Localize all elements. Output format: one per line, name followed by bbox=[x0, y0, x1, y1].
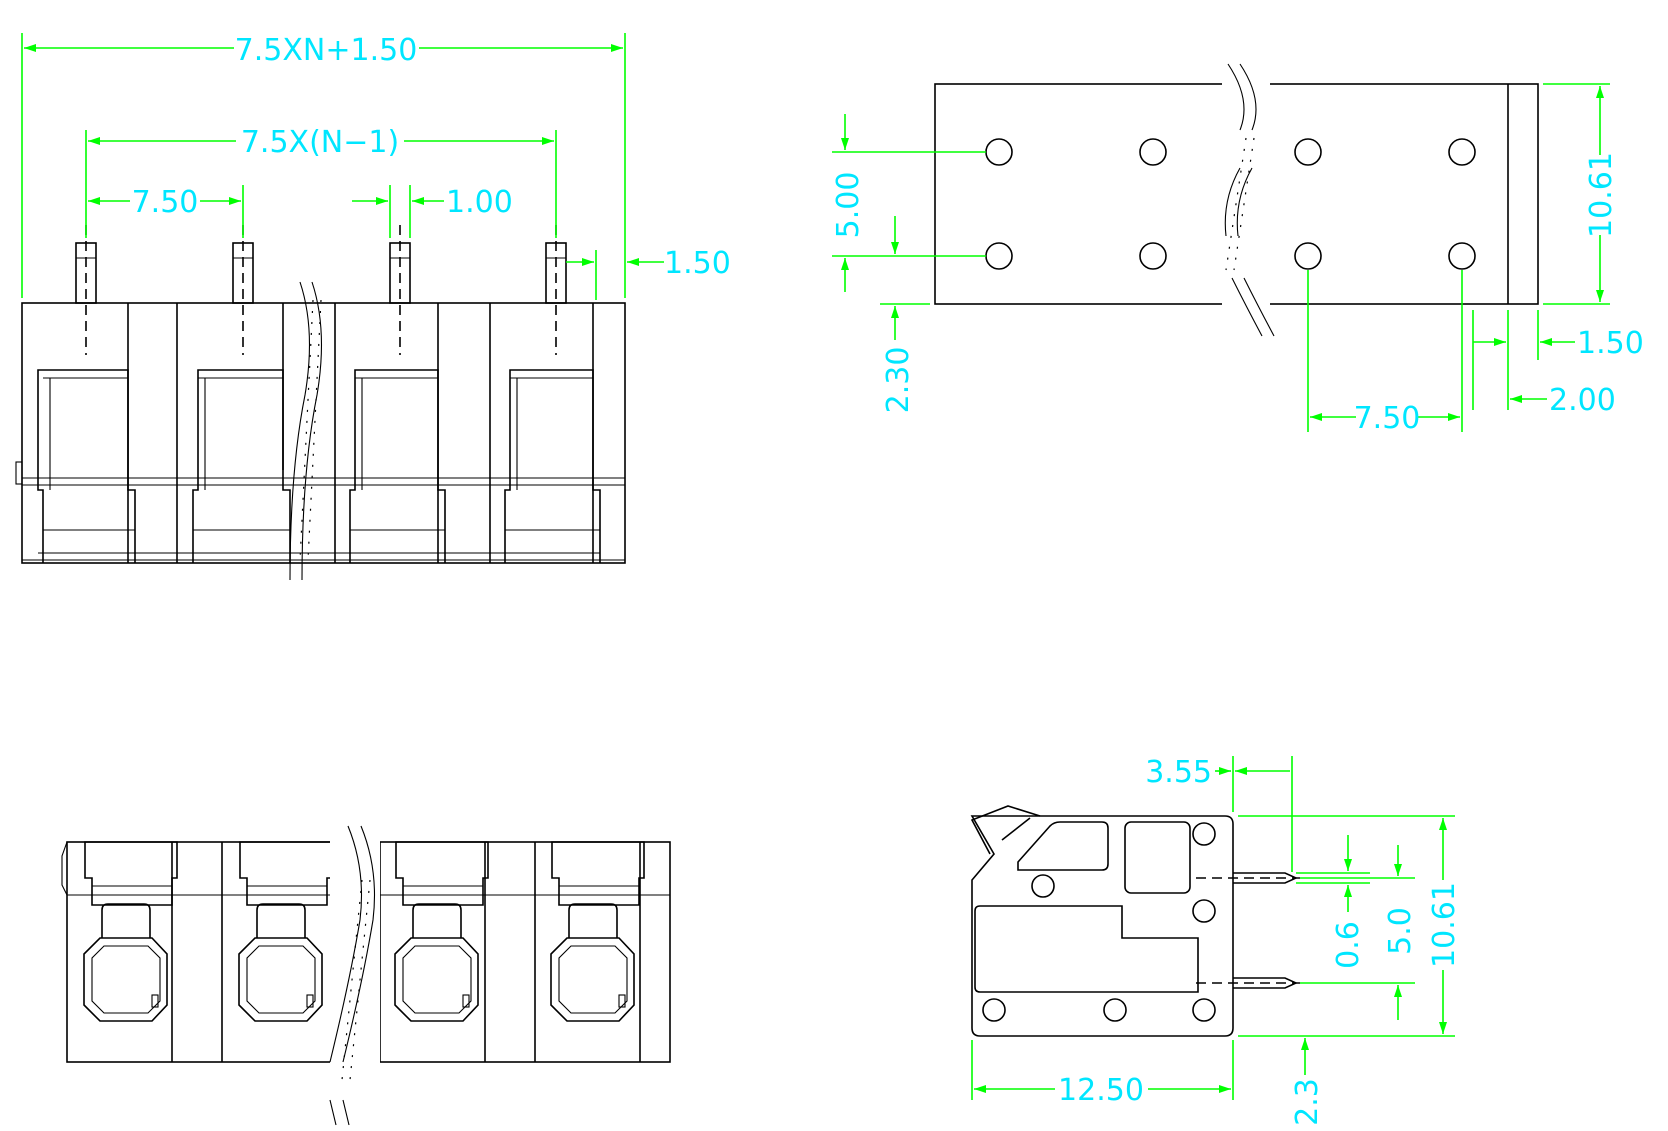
bottom-dimensions: 5.00 2.30 10.61 7.50 1.50 2.00 bbox=[831, 83, 1644, 436]
top-wire-openings bbox=[83, 903, 635, 1022]
top-break-lines bbox=[329, 820, 380, 1126]
dim-offset-left: 2.30 bbox=[881, 347, 916, 414]
dim-row-pitch: 5.00 bbox=[831, 172, 866, 239]
side-body-outline bbox=[970, 815, 1234, 1037]
front-view: 7.5XN+1.50 7.5X(N−1) 7.50 1.00 1.50 bbox=[15, 33, 731, 581]
dim-pitch: 7.50 bbox=[132, 185, 199, 220]
dim-pin-edge: 2.00 bbox=[1549, 383, 1616, 418]
side-holes bbox=[982, 822, 1216, 1022]
dim-overall-width: 7.5XN+1.50 bbox=[235, 33, 418, 68]
front-break-lines bbox=[289, 281, 322, 581]
bottom-break-lines bbox=[1222, 60, 1275, 340]
dim-pin-dia: 0.6 bbox=[1331, 921, 1366, 969]
dim-pin-offset: 3.55 bbox=[1145, 755, 1212, 790]
dim-side-row-pitch: 5.0 bbox=[1383, 907, 1418, 955]
dim-side-depth: 10.61 bbox=[1427, 882, 1462, 968]
side-view: 3.55 10.61 5.0 0.6 12.50 2.3 bbox=[970, 755, 1462, 1126]
bottom-pin-holes bbox=[985, 138, 1476, 270]
top-view bbox=[61, 820, 671, 1126]
top-release-tabs bbox=[84, 841, 645, 906]
dim-depth: 10.61 bbox=[1584, 152, 1619, 238]
dim-edge: 1.50 bbox=[664, 246, 731, 281]
front-cavities bbox=[37, 369, 601, 563]
dim-standoff: 2.3 bbox=[1290, 1078, 1325, 1126]
front-body-outline bbox=[21, 302, 626, 564]
dim-pin-span: 7.5X(N−1) bbox=[241, 125, 399, 160]
bottom-view: 5.00 2.30 10.61 7.50 1.50 2.00 bbox=[831, 60, 1644, 436]
dim-offset-right: 1.50 bbox=[1577, 326, 1644, 361]
side-pins bbox=[1196, 872, 1300, 989]
dim-pitch-bottom: 7.50 bbox=[1354, 401, 1421, 436]
dim-pin-width: 1.00 bbox=[446, 185, 513, 220]
side-dimensions: 3.55 10.61 5.0 0.6 12.50 2.3 bbox=[971, 755, 1462, 1126]
front-dimensions: 7.5XN+1.50 7.5X(N−1) 7.50 1.00 1.50 bbox=[21, 33, 731, 300]
front-pins bbox=[75, 225, 567, 355]
dim-side-length: 12.50 bbox=[1058, 1073, 1144, 1108]
